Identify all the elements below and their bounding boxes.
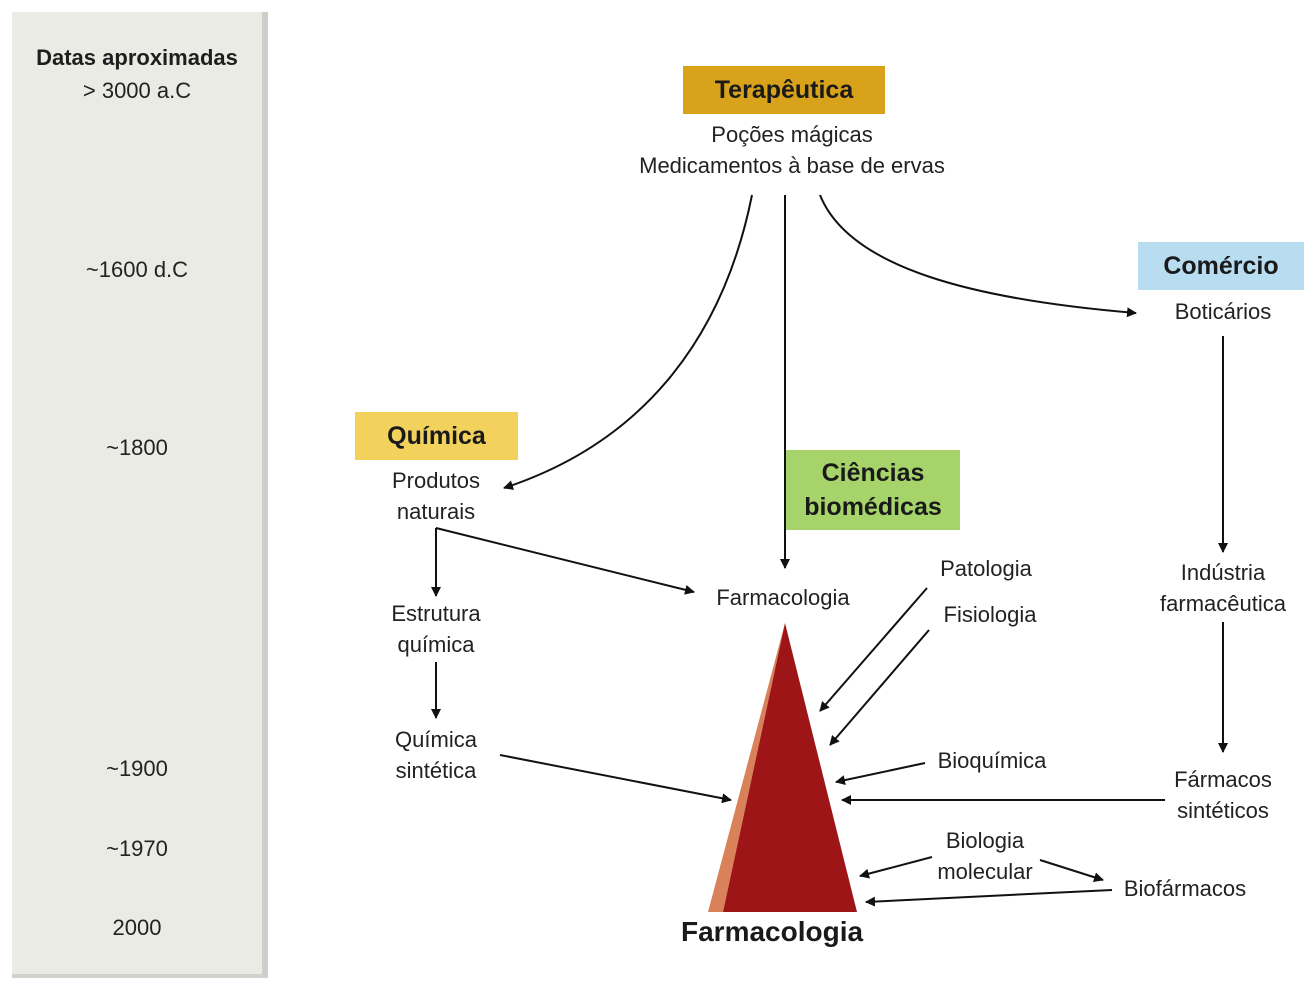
- quimica-sint-line1: Química: [395, 727, 477, 752]
- label-biofarmacos: Biofármacos: [1123, 876, 1247, 901]
- header-ciencias-biomedicas: Ciências biomédicas: [786, 450, 960, 530]
- farmacos-line2: sintéticos: [1177, 798, 1269, 823]
- label-quimica-sintetica: Química sintética: [356, 724, 516, 786]
- arrow-terapeutica-to-quimica: [503, 194, 753, 490]
- date-1900: ~1900: [106, 756, 168, 781]
- farmacologia-triangle: [723, 623, 857, 912]
- label-medicamentos-ervas: Medicamentos à base de ervas: [639, 153, 945, 178]
- farmacos-line1: Fármacos: [1174, 767, 1272, 792]
- arrow-biologia-to-biofarmacos: [1039, 859, 1104, 883]
- biologia-line1: Biologia: [945, 828, 1025, 853]
- label-patologia: Patologia: [940, 556, 1032, 581]
- label-bioquimica: Bioquímica: [937, 748, 1047, 773]
- date-1600: ~1600 d.C: [85, 257, 189, 282]
- label-biologia-molecular: Biologia molecular: [915, 825, 1055, 887]
- arrow-patologia-to-triangle: [819, 587, 928, 712]
- date-2000: 2000: [112, 915, 162, 940]
- label-industria-farmaceutica: Indústria farmacêutica: [1140, 557, 1304, 619]
- arrow-biologia-to-triangle: [859, 856, 933, 879]
- label-produtos-naturais: Produtos naturais: [356, 465, 516, 527]
- arrow-produtos-to-farmacologia: [435, 527, 695, 595]
- date-1970: ~1970: [106, 836, 168, 861]
- date-3000bc: > 3000 a.C: [82, 78, 192, 103]
- arrow-biofarmacos-to-triangle: [865, 889, 1113, 907]
- ciencias-line1: Ciências: [821, 459, 925, 487]
- biologia-line2: molecular: [937, 859, 1033, 884]
- triangle-edge: [708, 623, 785, 912]
- header-terapeutica: Terapêutica: [683, 66, 885, 114]
- label-farmacologia-big: Farmacologia: [681, 916, 864, 947]
- header-quimica: Química: [355, 412, 518, 460]
- estrutura-line2: química: [397, 632, 475, 657]
- produtos-line2: naturais: [396, 499, 476, 524]
- label-fisiologia: Fisiologia: [943, 602, 1037, 627]
- timeline-panel: Datas aproximadas > 3000 a.C ~1600 d.C ~…: [12, 12, 268, 978]
- label-pocoes-magicas: Poções mágicas: [711, 122, 873, 147]
- estrutura-line1: Estrutura: [391, 601, 481, 626]
- date-1800: ~1800: [106, 435, 168, 460]
- label-estrutura-quimica: Estrutura química: [356, 598, 516, 660]
- label-farmacologia-small: Farmacologia: [716, 585, 850, 610]
- quimica-sint-line2: sintética: [395, 758, 477, 783]
- industria-line1: Indústria: [1180, 560, 1266, 585]
- timeline-title: Datas aproximadas: [36, 45, 238, 70]
- arrow-sintetica-to-triangle: [499, 754, 732, 804]
- label-farmacos-sinteticos: Fármacos sintéticos: [1143, 764, 1303, 826]
- industria-line2: farmacêutica: [1160, 591, 1286, 616]
- arrow-fisiologia-to-triangle: [829, 629, 930, 746]
- arrow-terapeutica-to-comercio: [819, 194, 1137, 318]
- produtos-line1: Produtos: [391, 468, 481, 493]
- arrow-bioquimica-to-triangle: [835, 762, 926, 786]
- header-comercio: Comércio: [1138, 242, 1304, 290]
- ciencias-line2: biomédicas: [804, 493, 942, 521]
- label-boticarios: Boticários: [1174, 299, 1272, 324]
